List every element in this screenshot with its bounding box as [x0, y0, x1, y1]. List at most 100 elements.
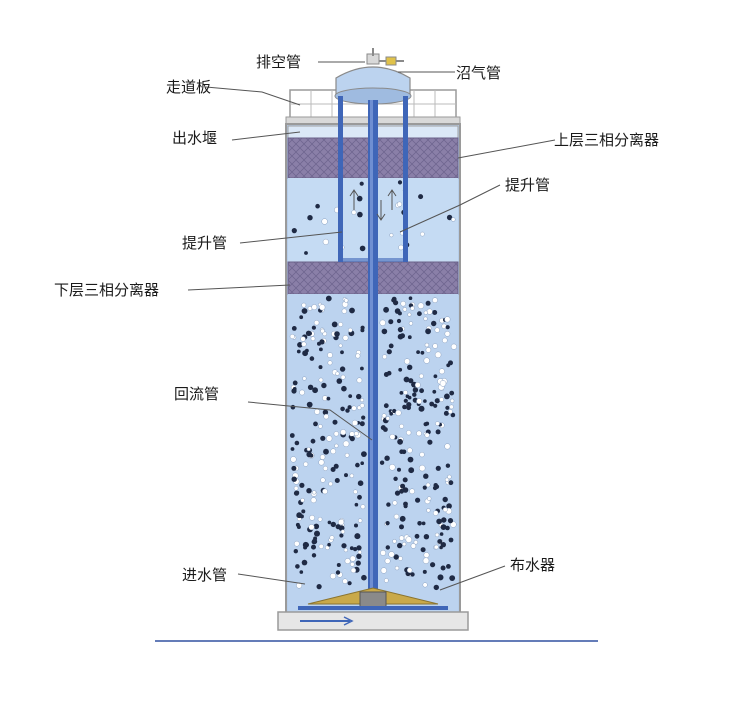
particle — [304, 542, 309, 548]
particle — [332, 419, 338, 425]
particle — [291, 476, 297, 482]
particle — [327, 352, 333, 358]
particle — [344, 558, 351, 565]
particle — [313, 421, 318, 427]
particle — [406, 447, 413, 454]
particle — [325, 545, 330, 551]
particle — [334, 331, 340, 337]
particle — [311, 304, 318, 311]
particle — [349, 431, 355, 437]
particle — [333, 431, 339, 437]
particle — [440, 565, 446, 571]
particle — [393, 554, 399, 560]
particle — [306, 488, 312, 494]
particle — [434, 327, 440, 333]
particle — [318, 459, 325, 466]
particle — [340, 529, 346, 534]
particle — [437, 574, 444, 581]
particle — [323, 413, 329, 420]
particle — [293, 549, 298, 554]
particle — [406, 405, 411, 411]
particle — [323, 448, 329, 455]
particle — [419, 451, 425, 458]
particle — [383, 372, 389, 377]
particle — [340, 374, 346, 380]
particle — [291, 326, 297, 331]
particle — [319, 454, 326, 460]
particle — [348, 394, 353, 398]
particle — [301, 509, 306, 514]
particle — [360, 461, 365, 466]
particle — [388, 319, 394, 325]
particle — [435, 421, 440, 426]
particle — [319, 304, 326, 311]
particle — [444, 393, 450, 400]
leader-lines — [187, 61, 556, 591]
particle — [398, 556, 403, 561]
particle — [386, 349, 392, 355]
particle — [349, 473, 355, 479]
particle — [396, 318, 402, 324]
label-lower-separator: 下层三相分离器 — [54, 281, 159, 299]
particle — [329, 535, 335, 541]
particle — [335, 524, 341, 530]
particle — [423, 534, 430, 540]
water-distributor — [298, 587, 448, 610]
particle — [394, 565, 400, 571]
particle — [344, 473, 348, 478]
particle — [406, 430, 412, 436]
particle — [289, 333, 295, 340]
particle — [442, 337, 448, 344]
label-outlet-weir: 出水堰 — [172, 129, 217, 147]
particle — [445, 525, 450, 531]
particle — [322, 238, 329, 245]
particle — [361, 415, 366, 420]
particle — [334, 478, 340, 483]
particle — [397, 180, 403, 185]
particle — [340, 429, 347, 436]
particle — [359, 181, 364, 186]
particle — [398, 535, 405, 541]
particle — [389, 233, 394, 238]
particle — [307, 215, 313, 221]
particle — [351, 419, 358, 426]
particle — [311, 325, 316, 330]
particle — [417, 302, 425, 309]
particle — [421, 521, 426, 526]
particle — [426, 508, 431, 513]
particle — [392, 539, 397, 544]
particle — [341, 308, 347, 314]
particle — [342, 440, 350, 448]
particle — [416, 350, 420, 354]
particle — [301, 559, 308, 566]
particle — [384, 455, 390, 461]
particle — [410, 572, 415, 577]
particle — [423, 422, 428, 427]
particle — [385, 416, 390, 421]
particle — [310, 438, 316, 444]
particle — [380, 549, 387, 556]
particle — [322, 465, 328, 471]
particle — [392, 408, 397, 414]
particle — [423, 473, 429, 479]
particle — [431, 320, 437, 327]
particle — [403, 390, 408, 395]
particle — [311, 538, 318, 545]
particle — [290, 456, 297, 463]
particle — [432, 510, 439, 516]
particle — [319, 347, 323, 352]
particle — [434, 351, 442, 359]
particle — [295, 564, 300, 569]
particle — [403, 398, 408, 403]
particle — [336, 563, 341, 567]
particle — [314, 530, 320, 537]
particle — [389, 464, 396, 471]
particle — [329, 572, 337, 580]
particle — [340, 350, 344, 355]
particle — [426, 496, 432, 501]
particle — [300, 497, 305, 503]
particle — [415, 497, 421, 503]
particle — [407, 395, 412, 400]
particle — [360, 504, 366, 510]
